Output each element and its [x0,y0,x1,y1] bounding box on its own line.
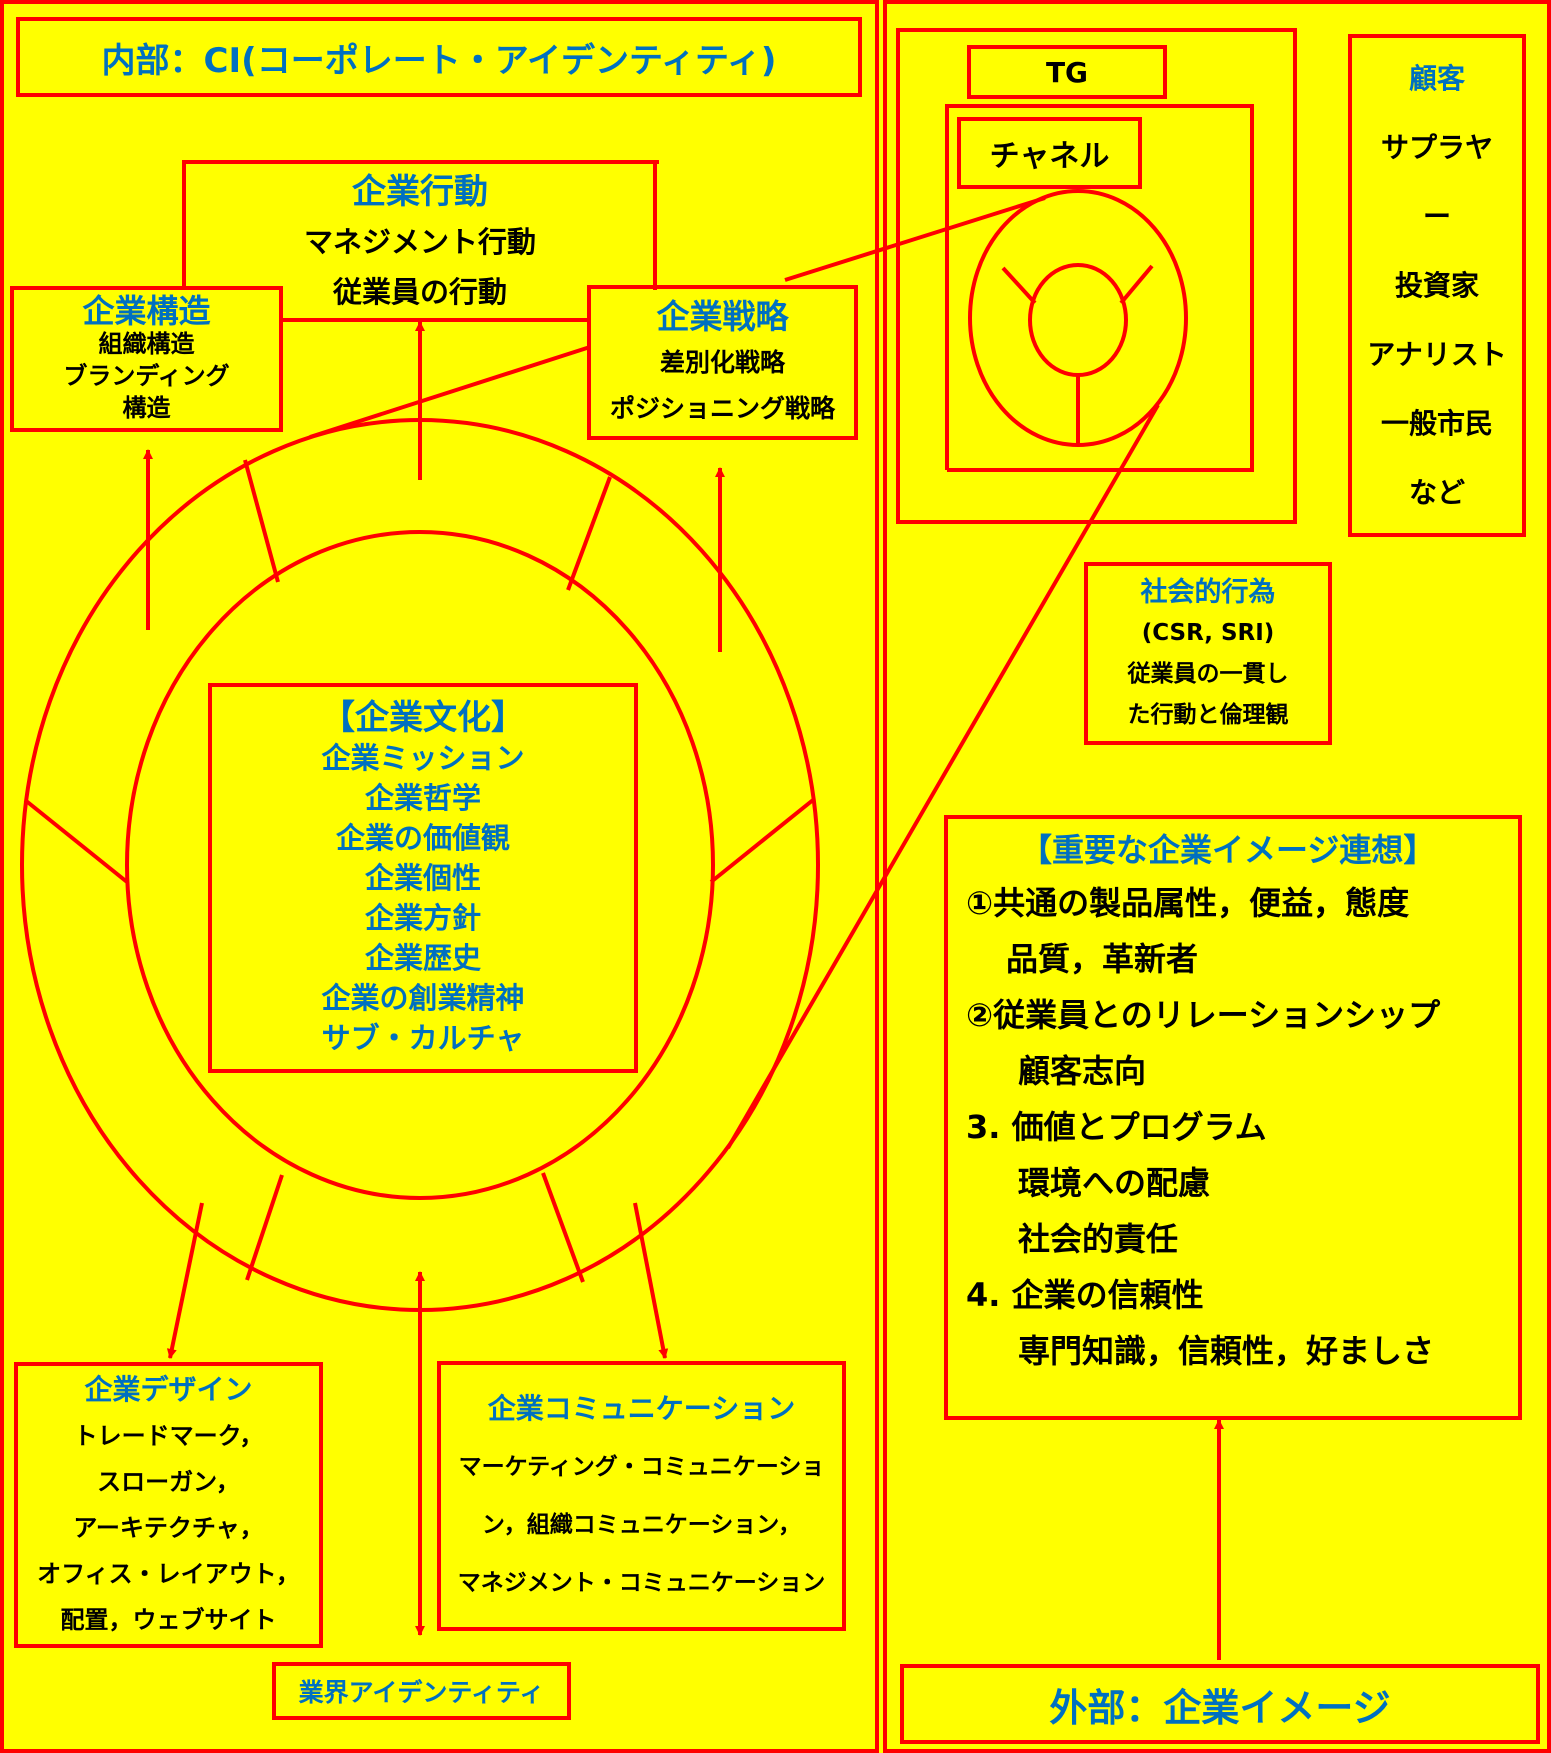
ring-spoke [243,459,280,583]
ring-spoke [709,798,815,884]
tg-box: TG [967,45,1167,99]
association-sub: 社会的責任 [1018,1220,1179,1258]
associations-title: 【重要な企業イメージ連想】 [1020,831,1436,869]
stakeholders-box: 顧客 サプラヤ ー 投資家 アナリスト 一般市民 など [1348,34,1526,537]
strategy-box: 企業戦略 差別化戦略 ポジショニング戦略 [587,285,858,440]
channel-label: チャネル [989,139,1110,174]
inner-ring [125,530,715,1200]
design-line: 配置，ウェブサイト [60,1606,277,1634]
ring-spoke [541,1172,585,1283]
culture-line: サブ・カルチャ [321,1021,525,1055]
stakeholders-line: サプラヤ [1380,131,1493,164]
industry-label: 業界アイデンティティ [298,1678,545,1707]
tg-outer-frame [896,28,1297,524]
strategy-connector [784,196,1046,282]
communication-box: 企業コミュニケーション マーケティング・コミュニケーショ ン，組織コミュニケーシ… [437,1361,846,1631]
communication-line: マネジメント・コミュニケーション [457,1570,826,1596]
communication-line: マーケティング・コミュニケーショ [458,1454,825,1480]
association-head: 4. 企業の信頼性 [966,1276,1204,1314]
social-line: 従業員の一貫し [1127,660,1289,687]
external-title: 外部：企業イメージ [1049,1685,1391,1730]
behavior-title: 企業行動 [352,172,488,212]
communication-title: 企業コミュニケーション [487,1392,796,1425]
associations-box: 【重要な企業イメージ連想】 ①共通の製品属性，便益，態度 品質，革新者 ②従業員… [944,815,1522,1420]
behavior-box: 企業行動 マネジメント行動 従業員の行動 [186,166,654,318]
social-box: 社会的行為 (CSR, SRI) 従業員の一貫し た行動と倫理観 [1084,562,1332,745]
target-figure-arm [1001,266,1037,305]
external-title-box: 外部：企業イメージ [900,1664,1540,1744]
social-line: た行動と倫理観 [1127,701,1289,728]
stakeholders-line: ー [1422,200,1451,233]
strategy-title: 企業戦略 [656,296,789,336]
design-line: アーキテクチャ， [73,1514,264,1542]
arrow-to-communication [633,1202,669,1359]
structure-line: ブランディング [63,362,230,390]
culture-line: 企業の価値観 [335,821,510,855]
association-sub: 環境への配慮 [1018,1164,1211,1202]
ring-spoke [23,798,129,884]
design-line: オフィス・レイアウト， [37,1560,300,1588]
culture-line: 企業哲学 [364,781,481,815]
tg-inner-frame [945,104,1254,472]
stakeholders-line: 投資家 [1394,269,1479,302]
design-line: トレードマーク， [73,1422,264,1450]
culture-line: 企業個性 [364,861,481,895]
association-head: ①共通の製品属性，便益，態度 [966,884,1410,922]
communication-line: ン，組織コミュニケーション， [481,1512,802,1538]
association-head: ②従業員とのリレーションシップ [966,996,1441,1034]
design-title: 企業デザイン [84,1373,253,1406]
channel-box: チャネル [957,117,1142,189]
internal-panel-border [0,0,879,1753]
culture-line: 企業の創業精神 [321,981,525,1015]
stakeholders-title: 顧客 [1408,62,1465,95]
social-line: (CSR, SRI) [1141,619,1275,646]
arrow-to-design [166,1202,204,1359]
culture-line: 企業ミッション [321,741,525,775]
strategy-line: ポジショニング戦略 [609,393,835,423]
ring-spoke [245,1174,284,1281]
behavior-line: 従業員の行動 [332,275,507,309]
association-head: 3. 価値とプログラム [966,1108,1267,1146]
association-sub: 品質，革新者 [1006,940,1199,978]
association-sub: 専門知識，信頼性，好ましさ [1018,1332,1435,1370]
stakeholders-line: 一般市民 [1380,407,1493,440]
culture-title: 【企業文化】 [321,698,525,738]
structure-box: 企業構造 組織構造 ブランディング 構造 [10,286,283,432]
external-connector [726,403,1160,1150]
strategy-connector [309,345,591,439]
structure-title: 企業構造 [82,292,211,330]
strategy-line: 差別化戦略 [659,347,785,377]
association-sub: 顧客志向 [1018,1052,1147,1090]
structure-line: 構造 [122,394,171,422]
behavior-frame-top [182,160,659,164]
industry-box: 業界アイデンティティ [272,1662,571,1720]
design-line: スローガン， [97,1468,240,1496]
culture-line: 企業歴史 [364,941,481,975]
internal-title-box: 内部：CI(コーポレート・アイデンティティ) [16,17,862,97]
behavior-line: マネジメント行動 [303,225,536,259]
structure-line: 組織構造 [98,330,195,358]
tg-label: TG [1045,55,1089,89]
design-box: 企業デザイン トレードマーク， スローガン， アーキテクチャ， オフィス・レイア… [14,1362,323,1648]
culture-box: 【企業文化】 企業ミッション 企業哲学 企業の価値観 企業個性 企業方針 企業歴… [208,683,638,1073]
social-title: 社会的行為 [1140,576,1276,608]
stakeholders-line: など [1408,476,1465,509]
target-figure-face [1028,263,1128,377]
ring-spoke [566,476,612,591]
target-figure-arm [1119,264,1154,305]
culture-line: 企業方針 [364,901,481,935]
internal-title: 内部：CI(コーポレート・アイデンティティ) [101,40,777,81]
stakeholders-line: アナリスト [1367,338,1507,371]
